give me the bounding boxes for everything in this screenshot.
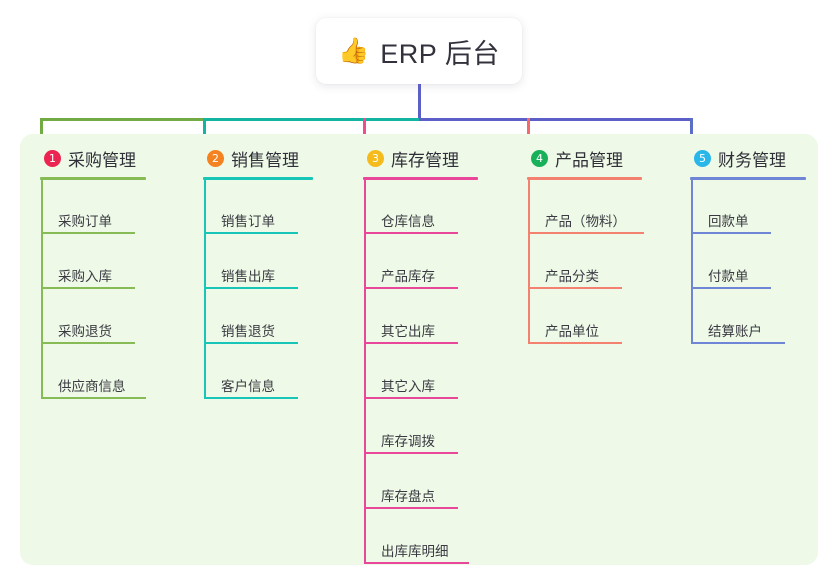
thumbs-up-icon: 👍 [338, 36, 370, 65]
leaf-item-label[interactable]: 产品（物料） [545, 214, 626, 229]
leaf-item-rule [364, 452, 458, 454]
leaf-item-label[interactable]: 采购退货 [58, 324, 112, 339]
leaf-item-rule [364, 397, 458, 399]
branch-column-5: 5 财务管理 [690, 146, 806, 180]
leaf-item-rule [204, 232, 298, 234]
leaf-item-label[interactable]: 回款单 [708, 214, 749, 229]
branch-spine [691, 177, 693, 344]
leaf-item-rule [364, 562, 469, 564]
leaf-item-rule [364, 507, 458, 509]
leaf-item-rule [41, 232, 135, 234]
branch-title: 库存管理 [391, 150, 459, 170]
leaf-item-rule [41, 342, 135, 344]
leaf-item-label[interactable]: 产品分类 [545, 269, 599, 284]
branch-title-underline [363, 177, 478, 180]
root-node-title: ERP 后台 [380, 38, 500, 69]
leaf-item-rule [364, 232, 458, 234]
branch-number-badge: 3 [367, 149, 384, 167]
branches-panel [20, 134, 818, 565]
leaf-item-label[interactable]: 客户信息 [221, 379, 275, 394]
trunk-segment-teal [204, 118, 421, 121]
leaf-item-label[interactable]: 出库库明细 [381, 544, 449, 559]
leaf-item-label[interactable]: 库存调拨 [381, 434, 435, 449]
leaf-item-label[interactable]: 销售退货 [221, 324, 275, 339]
trunk-segment-green [41, 118, 206, 121]
leaf-item-label[interactable]: 采购订单 [58, 214, 112, 229]
branch-header-1[interactable]: 1 采购管理 [40, 146, 146, 170]
branch-spine [364, 177, 366, 564]
leaf-item-label[interactable]: 其它出库 [381, 324, 435, 339]
leaf-item-rule [41, 397, 146, 399]
leaf-item-rule [691, 232, 771, 234]
leaf-item-label[interactable]: 销售订单 [221, 214, 275, 229]
leaf-item-label[interactable]: 产品单位 [545, 324, 599, 339]
branch-header-3[interactable]: 3 库存管理 [363, 146, 478, 170]
branch-title: 销售管理 [231, 150, 299, 170]
leaf-item-rule [691, 342, 785, 344]
branch-title-underline [40, 177, 146, 180]
leaf-item-label[interactable]: 供应商信息 [58, 379, 126, 394]
leaf-item-rule [204, 397, 298, 399]
branch-title-underline [527, 177, 642, 180]
root-node-content: 👍 ERP 后台 [338, 32, 500, 71]
leaf-item-rule [691, 287, 771, 289]
leaf-item-rule [364, 287, 458, 289]
branch-title-underline [203, 177, 313, 180]
leaf-item-rule [528, 232, 644, 234]
branch-column-4: 4 产品管理 [527, 146, 642, 180]
branch-column-3: 3 库存管理 [363, 146, 478, 180]
leaf-item-label[interactable]: 采购入库 [58, 269, 112, 284]
leaf-item-rule [364, 342, 458, 344]
root-node-card[interactable]: 👍 ERP 后台 [316, 18, 522, 84]
leaf-item-label[interactable]: 其它入库 [381, 379, 435, 394]
leaf-item-label[interactable]: 销售出库 [221, 269, 275, 284]
leaf-item-rule [204, 287, 298, 289]
leaf-item-label[interactable]: 结算账户 [708, 324, 762, 339]
branch-column-2: 2 销售管理 [203, 146, 313, 180]
branch-title-underline [690, 177, 806, 180]
leaf-item-label[interactable]: 产品库存 [381, 269, 435, 284]
branch-header-4[interactable]: 4 产品管理 [527, 146, 642, 170]
branch-number-badge: 2 [207, 149, 224, 167]
leaf-item-label[interactable]: 付款单 [708, 269, 749, 284]
trunk-segment-blue [419, 118, 693, 121]
branch-header-5[interactable]: 5 财务管理 [690, 146, 806, 170]
branch-title: 采购管理 [68, 150, 136, 170]
branch-title: 产品管理 [555, 150, 623, 170]
branch-spine [528, 177, 530, 344]
leaf-item-label[interactable]: 仓库信息 [381, 214, 435, 229]
branch-header-2[interactable]: 2 销售管理 [203, 146, 313, 170]
leaf-item-rule [528, 287, 622, 289]
branch-title: 财务管理 [718, 150, 786, 170]
branch-number-badge: 5 [694, 149, 711, 167]
root-stem-connector [418, 84, 421, 121]
leaf-item-rule [204, 342, 298, 344]
leaf-item-rule [41, 287, 135, 289]
branch-number-badge: 1 [44, 149, 61, 167]
branch-column-1: 1 采购管理 [40, 146, 146, 180]
leaf-item-rule [528, 342, 622, 344]
branch-number-badge: 4 [531, 149, 548, 167]
leaf-item-label[interactable]: 库存盘点 [381, 489, 435, 504]
